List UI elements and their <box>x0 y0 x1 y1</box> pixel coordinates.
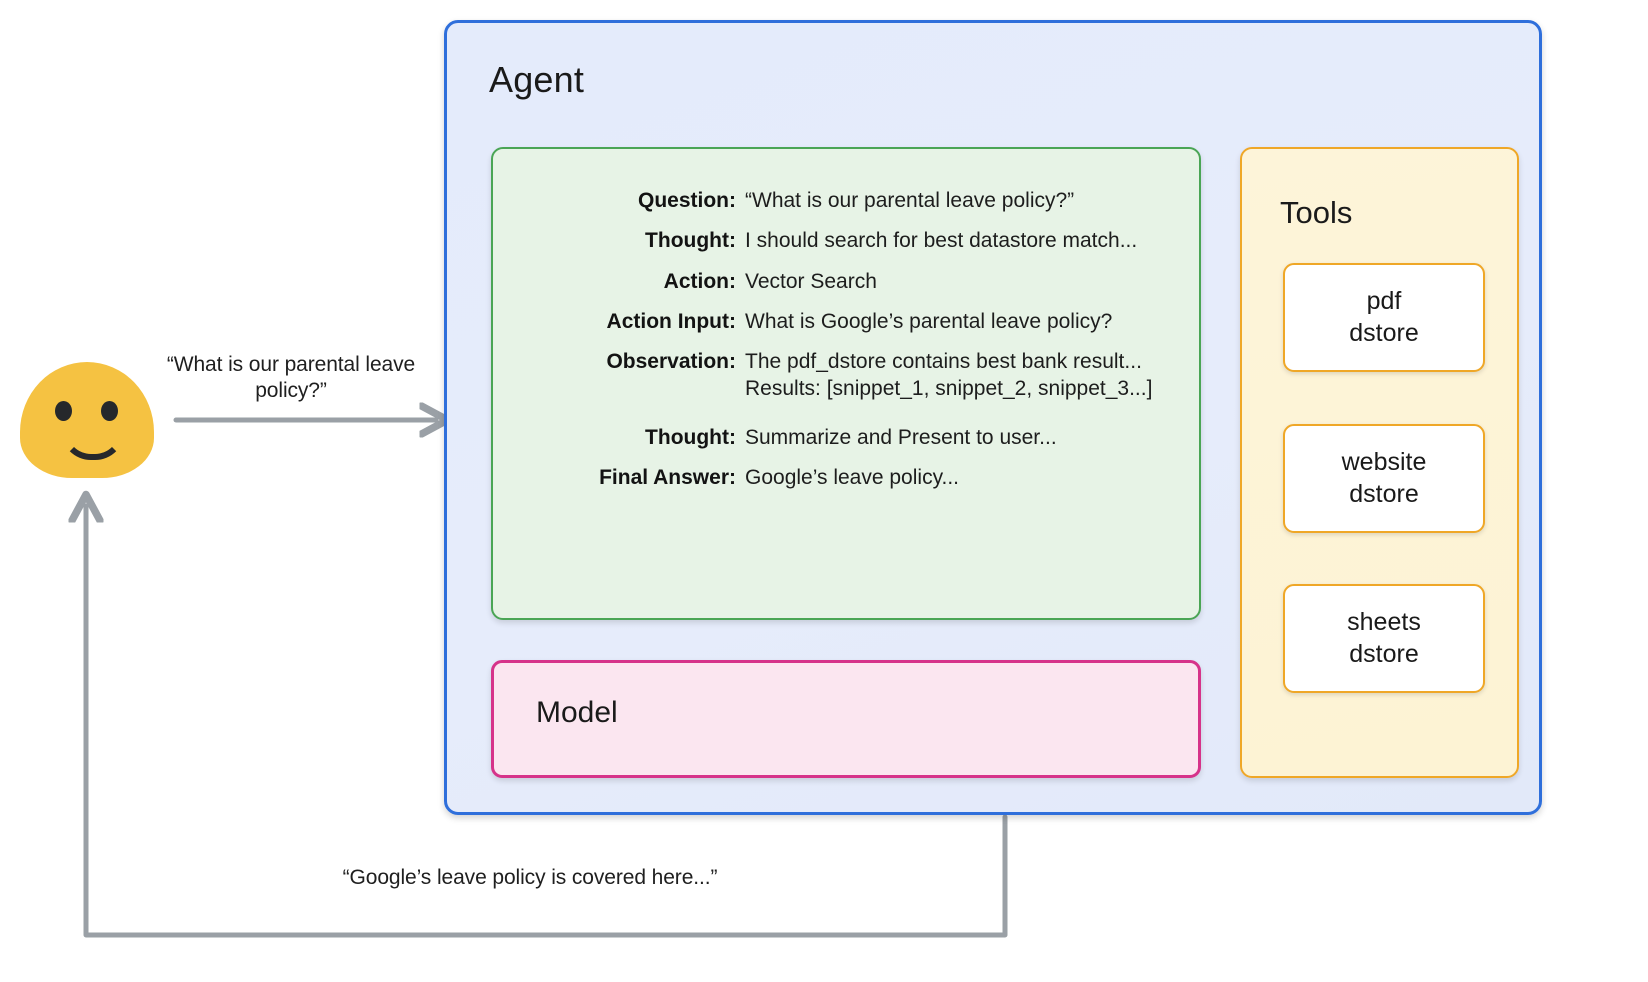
react-observation-line-2: Results: [snippet_1, snippet_2, snippet_… <box>745 377 1153 401</box>
react-row-value: The pdf_dstore contains best bank result… <box>745 348 1199 403</box>
react-row-key: Final Answer: <box>599 466 736 490</box>
tool-card-website-dstore[interactable]: website dstore <box>1283 424 1485 533</box>
react-row-value: Vector Search <box>745 269 877 293</box>
tool-label-line-1: pdf <box>1366 287 1402 316</box>
react-row-key: Question: <box>638 189 736 212</box>
tool-card-label: sheets dstore <box>1347 607 1421 670</box>
react-observation-line-1: The pdf_dstore contains best bank result… <box>745 350 1142 374</box>
avatar-eye-right-icon <box>101 401 118 421</box>
tool-card-label: pdf dstore <box>1349 286 1418 349</box>
tools-title: Tools <box>1280 195 1353 230</box>
agent-answer-label: “Google’s leave policy is covered here..… <box>342 866 718 889</box>
react-row-value: I should search for best datastore match… <box>745 229 1138 253</box>
avatar-eye-left-icon <box>55 401 72 421</box>
react-row-thought-2: Thought: Summarize and Present to user..… <box>493 424 1199 451</box>
tools-panel: Tools pdf dstore website dstore sheets d… <box>1240 147 1519 778</box>
react-row-value: Google’s leave policy... <box>745 466 960 490</box>
react-row-key: Observation: <box>606 350 736 374</box>
avatar-face-shape <box>20 362 154 478</box>
react-row-key: Thought: <box>645 425 736 449</box>
agent-title: Agent <box>489 59 585 100</box>
react-row-question: Question: “What is our parental leave po… <box>493 187 1199 214</box>
tool-label-line-2: dstore <box>1349 639 1419 668</box>
agent-container: Agent Question: “What is our parental le… <box>444 20 1542 815</box>
react-row-key: Thought: <box>645 229 736 253</box>
react-trace-rows: Question: “What is our parental leave po… <box>493 187 1199 504</box>
tool-card-label: website dstore <box>1342 447 1427 510</box>
model-panel: Model <box>491 660 1201 778</box>
model-title: Model <box>536 696 618 729</box>
react-row-final-answer: Final Answer: Google’s leave policy... <box>493 464 1199 491</box>
react-row-action-input: Action Input: What is Google’s parental … <box>493 308 1199 335</box>
tool-card-sheets-dstore[interactable]: sheets dstore <box>1283 584 1485 693</box>
react-row-thought-1: Thought: I should search for best datast… <box>493 227 1199 254</box>
react-row-value: What is Google’s parental leave policy? <box>745 309 1113 333</box>
tool-label-line-2: dstore <box>1349 318 1419 347</box>
user-question-label: “What is our parental leave policy?” <box>166 353 416 403</box>
react-row-value: Summarize and Present to user... <box>745 425 1057 449</box>
react-trace-panel: Question: “What is our parental leave po… <box>491 147 1201 620</box>
react-row-action: Action: Vector Search <box>493 268 1199 295</box>
tool-label-line-1: website <box>1341 448 1427 477</box>
tool-card-pdf-dstore[interactable]: pdf dstore <box>1283 263 1485 372</box>
react-row-key: Action: <box>663 269 736 293</box>
react-row-observation: Observation: The pdf_dstore contains bes… <box>493 348 1199 403</box>
avatar-smile-icon <box>61 422 125 460</box>
user-avatar <box>20 362 154 478</box>
tool-label-line-2: dstore <box>1349 479 1419 508</box>
react-row-key: Action Input: <box>606 309 736 333</box>
tool-label-line-1: sheets <box>1347 608 1421 637</box>
react-row-value: “What is our parental leave policy?” <box>745 189 1075 212</box>
